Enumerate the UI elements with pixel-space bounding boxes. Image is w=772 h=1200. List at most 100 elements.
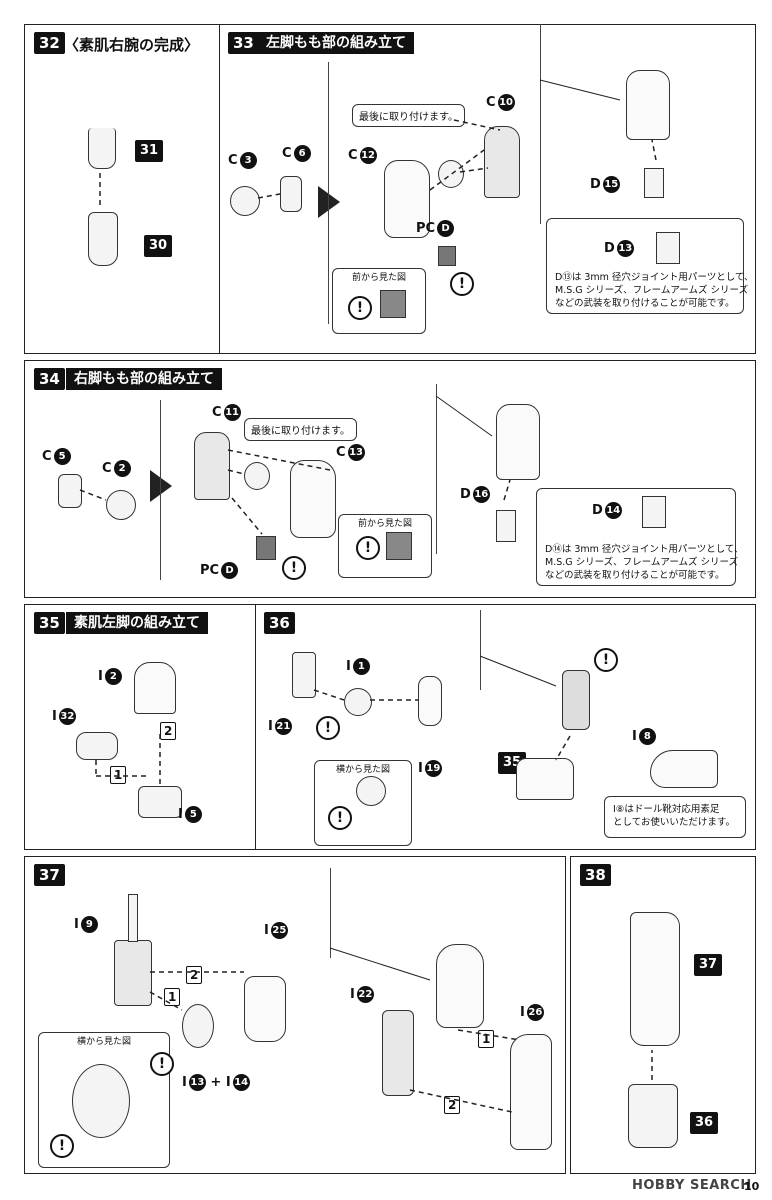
joint-part-d16 (496, 510, 516, 542)
joint-side-view (72, 1064, 130, 1138)
callout: 最後に取り付けます。 (352, 104, 465, 127)
caution-icon: ! (282, 556, 306, 580)
foot-assembly (628, 1084, 678, 1148)
info-line: D⑬は 3mm 径穴ジョイント用パーツとして、 (555, 272, 754, 283)
divider (540, 24, 541, 224)
caution-icon: ! (150, 1052, 174, 1076)
part-ref-36: 36 (690, 1112, 719, 1134)
part-ref-37: 37 (694, 954, 723, 976)
caution-icon: ! (450, 272, 474, 296)
ball-joint-part (244, 462, 270, 490)
pc-front-view (386, 532, 412, 560)
joint-part-d14 (642, 496, 666, 528)
info-line: M.S.G シリーズ、フレームアームズ シリーズ (545, 557, 739, 568)
joint-part (58, 474, 82, 508)
step-title: 〈素肌右腕の完成〉 (64, 36, 200, 54)
step-title: 右脚もも部の組み立て (66, 368, 222, 390)
ring-joint-part (344, 688, 372, 716)
arm-part (88, 128, 116, 169)
ball-joint-part (438, 160, 464, 188)
hand-part (88, 212, 118, 266)
upper-shin-part (436, 944, 484, 1028)
socket-part (106, 490, 136, 520)
info-box: D⑭は 3mm 径穴ジョイント用パーツとして、 M.S.G シリーズ、フレームア… (536, 488, 744, 586)
joint-part (280, 176, 302, 212)
step-title: 素肌左脚の組み立て (66, 612, 208, 634)
pc-part (438, 246, 456, 266)
order-2: 2 (186, 966, 203, 984)
thigh-cover-part (384, 160, 430, 238)
foot-assembly (516, 758, 574, 800)
thigh-frame-part (194, 432, 230, 500)
caution-icon: ! (50, 1134, 74, 1158)
thigh-frame-part (484, 126, 520, 198)
brand-watermark: HOBBY SEARCH (632, 1178, 752, 1193)
divider (436, 384, 437, 554)
order-2: 2 (160, 722, 177, 740)
foot-part (138, 786, 182, 818)
joint-part-d15 (644, 168, 664, 198)
caution-icon: ! (316, 716, 340, 740)
caution-icon: ! (328, 806, 352, 830)
view-label: 前から見た図 (357, 519, 412, 529)
step-33-panel (219, 24, 756, 354)
order-1: 1 (478, 1030, 495, 1048)
lower-shin-part (510, 1034, 552, 1150)
shin-part (134, 662, 176, 714)
step-number: 35 (34, 612, 65, 634)
part-ref-30: 30 (144, 235, 173, 257)
info-line: などの武装を取り付けることが可能です。 (545, 570, 725, 581)
step-number: 38 (580, 864, 611, 886)
info-line: としてお使いいただけます。 (613, 817, 735, 828)
step-37-panel (24, 856, 566, 1174)
leg-assembly (630, 912, 680, 1046)
step-title: 左脚もも部の組み立て (258, 32, 414, 54)
info-line: I⑧はドール靴対応用素足 (613, 804, 720, 815)
step-34-panel (24, 360, 756, 598)
info-line: などの武装を取り付けることが可能です。 (555, 298, 735, 309)
view-box: 前から見た図 (338, 514, 432, 578)
info-box: I⑧はドール靴対応用素足 としてお使いいただけます。 (604, 796, 746, 838)
divider (480, 610, 481, 690)
thigh-cover-part (290, 460, 336, 538)
view-label: 前から見た図 (351, 273, 406, 283)
thigh-assembly (496, 404, 540, 480)
part-ref-31: 31 (135, 140, 164, 162)
ankle-assembly (562, 670, 590, 730)
toe-part (76, 732, 118, 760)
divider (160, 400, 161, 580)
joint-part-d13 (656, 232, 680, 264)
view-box: 前から見た図 (332, 268, 426, 334)
step-number: 33 (228, 32, 259, 54)
ankle-part-i19 (418, 676, 442, 726)
info-line: D⑭は 3mm 径穴ジョイント用パーツとして、 (545, 544, 744, 555)
caution-icon: ! (594, 648, 618, 672)
page-number: 10 (744, 1180, 760, 1193)
arrow-icon (150, 470, 172, 502)
calf-joint-part (182, 1004, 214, 1048)
shin-side-part (382, 1010, 414, 1096)
calf-part (244, 976, 286, 1042)
callout: 最後に取り付けます。 (244, 418, 357, 441)
step-number: 37 (34, 864, 65, 886)
knee-rod-part (128, 894, 138, 942)
ring-side-view (356, 776, 386, 806)
